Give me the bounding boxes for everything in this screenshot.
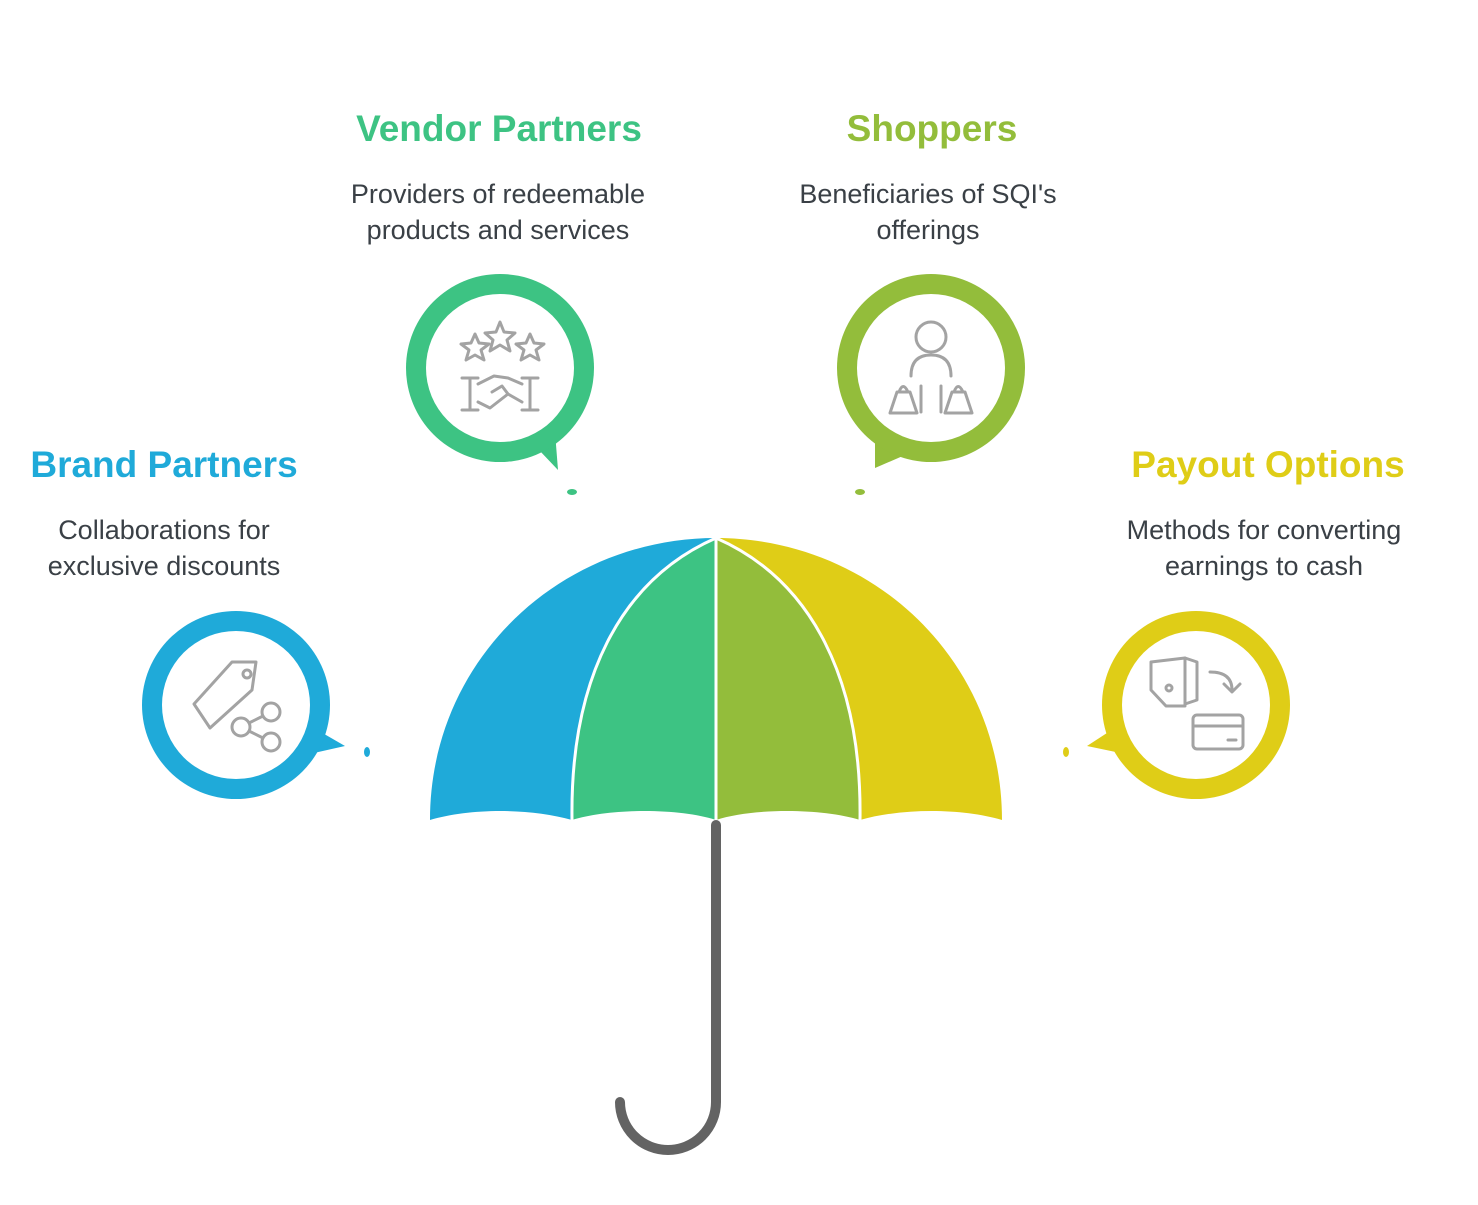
segment-title-payout: Payout Options	[1131, 444, 1405, 485]
canopy-panel-shoppers	[716, 538, 861, 820]
wallet-card-transfer-icon	[1149, 656, 1245, 751]
segment-description-vendor: Providers of redeemable products and ser…	[350, 179, 646, 245]
tag-share-icon	[192, 660, 282, 753]
umbrella-handle	[615, 820, 721, 1155]
canopy-panel-vendor	[571, 538, 716, 820]
bubble-payout	[1063, 611, 1290, 799]
handshake-stars-icon	[459, 320, 546, 412]
segment-description-brand: Collaborations for exclusive discounts	[47, 515, 281, 581]
segment-title-brand: Brand Partners	[30, 444, 298, 485]
segment-description-payout: Methods for converting earnings to cash	[1126, 515, 1402, 581]
shopper-bags-icon	[888, 320, 974, 415]
bubble-vendor	[406, 274, 594, 495]
bubble-brand	[142, 611, 370, 799]
canopy-panel-payout	[716, 538, 1002, 820]
canopy-seam	[570, 536, 717, 821]
segment-title-shoppers: Shoppers	[846, 108, 1018, 149]
segment-title-vendor: Vendor Partners	[356, 108, 642, 149]
canopy-panel-brand	[430, 538, 716, 820]
segment-description-shoppers: Beneficiaries of SQI's offerings	[799, 179, 1057, 245]
canopy-seam	[715, 536, 862, 821]
bubble-shoppers	[837, 274, 1025, 495]
